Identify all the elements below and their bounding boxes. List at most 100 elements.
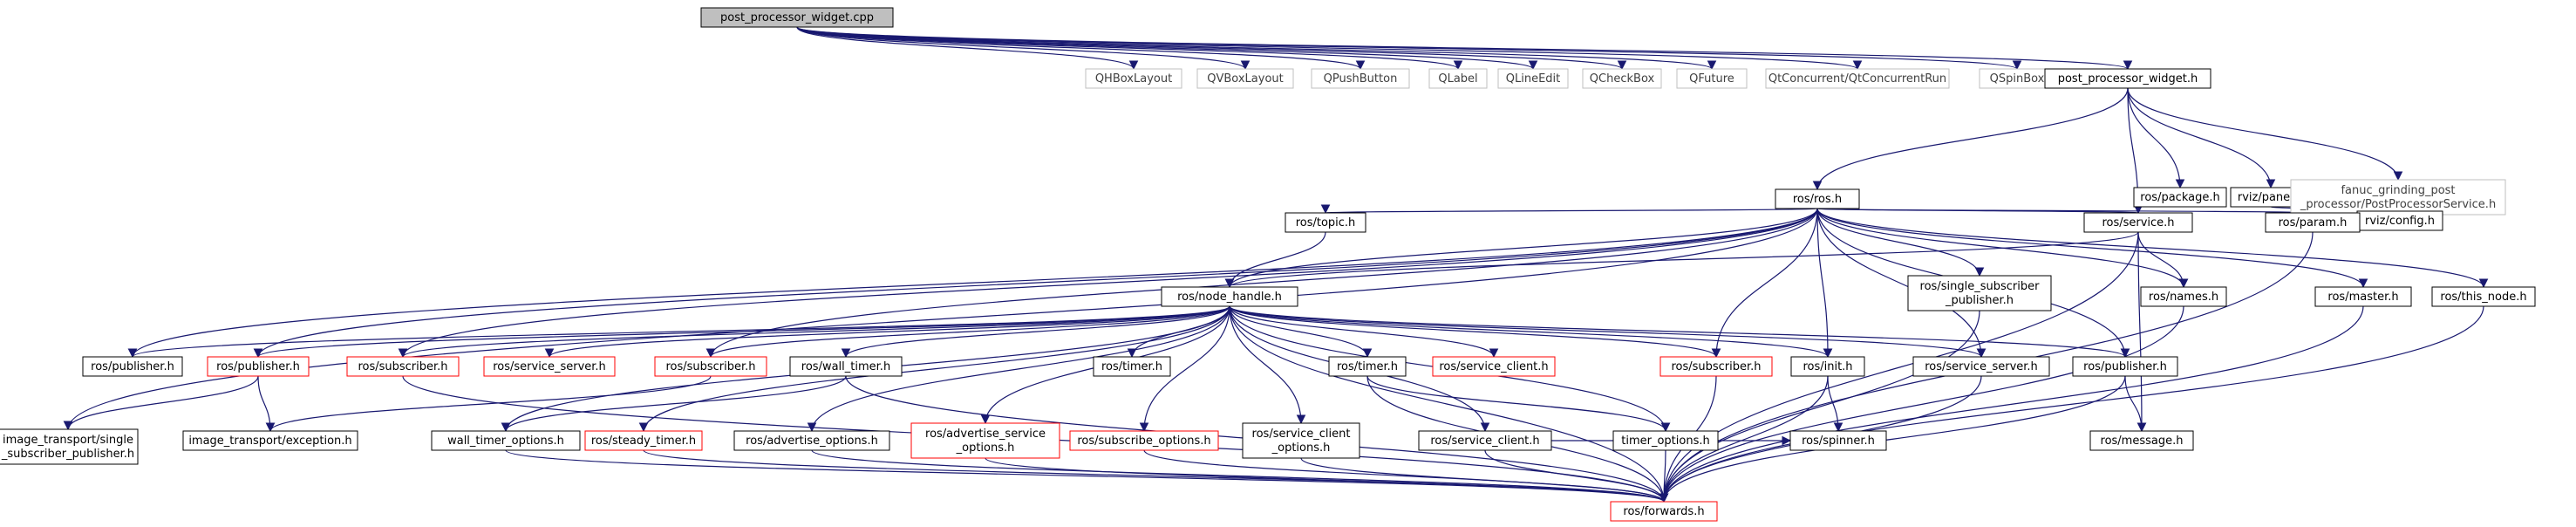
edge-ros_service-to-ros_forwards bbox=[1659, 231, 2139, 503]
edge-ros_node_handle-to-ros_subscriber_c bbox=[1229, 305, 1721, 359]
node-ros_publisher_c[interactable]: ros/publisher.h bbox=[2072, 356, 2178, 377]
node-box bbox=[2314, 286, 2412, 307]
node-ros_subscriber_b[interactable]: ros/subscriber.h bbox=[654, 356, 767, 377]
node-ros_this_node[interactable]: ros/this_node.h bbox=[2431, 286, 2536, 307]
node-box bbox=[1328, 356, 1407, 377]
edge-ros_advertise_options-to-ros_forwards bbox=[811, 449, 1669, 503]
node-ros_service_server_a[interactable]: ros/service_server.h bbox=[483, 356, 616, 377]
node-label: ros/timer.h bbox=[1101, 360, 1162, 373]
node-label: ros/names.h bbox=[2149, 291, 2218, 304]
node-label: ros/init.h bbox=[1803, 360, 1852, 373]
node-label: ros/advertise_options.h bbox=[746, 435, 878, 448]
node-label: QPushButton bbox=[1324, 72, 1398, 86]
node-ros_init[interactable]: ros/init.h bbox=[1790, 356, 1865, 377]
node-ros_h[interactable]: ros/ros.h bbox=[1775, 188, 1860, 209]
node-timer_options[interactable]: timer_options.h bbox=[1612, 430, 1719, 451]
node-ros_advertise_options[interactable]: ros/advertise_options.h bbox=[733, 430, 890, 451]
node-label: ros/subscriber.h bbox=[1671, 360, 1761, 373]
node-label: _publisher.h bbox=[1945, 294, 2014, 307]
edge-ros_h-to-ros_master bbox=[1816, 208, 2368, 289]
node-label: ros/service.h bbox=[2102, 216, 2174, 229]
node-ros_names[interactable]: ros/names.h bbox=[2140, 286, 2227, 307]
node-ros_publisher_b[interactable]: ros/publisher.h bbox=[207, 356, 310, 377]
node-label: ros/service_client bbox=[1252, 428, 1351, 441]
node-label: QHBoxLayout bbox=[1095, 72, 1172, 86]
edge-root-to-qlabel bbox=[796, 26, 1463, 71]
node-label: QLineEdit bbox=[1506, 72, 1561, 86]
node-ros_service_client_b[interactable]: ros/service_client.h bbox=[1418, 430, 1552, 451]
node-ros_timer_b[interactable]: ros/timer.h bbox=[1328, 356, 1407, 377]
node-box bbox=[1069, 430, 1219, 451]
node-qfuture: QFuture bbox=[1676, 68, 1748, 89]
node-it_single[interactable]: image_transport/single_subscriber_publis… bbox=[0, 428, 139, 465]
node-box bbox=[182, 430, 358, 451]
node-box bbox=[2140, 286, 2227, 307]
node-label: ros/this_node.h bbox=[2440, 291, 2526, 304]
node-label: ros/service_client.h bbox=[1439, 360, 1548, 373]
node-rviz_config[interactable]: rviz/config.h bbox=[2356, 210, 2443, 231]
node-box bbox=[207, 356, 310, 377]
node-ros_single_sub[interactable]: ros/single_subscriber_publisher.h bbox=[1907, 275, 2052, 311]
node-label: QFuture bbox=[1689, 72, 1734, 86]
node-label: ros/publisher.h bbox=[91, 360, 174, 373]
edge-ros_h-to-ros_param bbox=[1816, 203, 2316, 215]
edge-ros_node_handle-to-ros_service_server_a bbox=[544, 305, 1230, 359]
edge-root-to-qpush bbox=[796, 26, 1366, 71]
edge-ros_this_node-to-ros_forwards bbox=[1659, 305, 2484, 503]
node-label: ros/subscribe_options.h bbox=[1077, 435, 1210, 448]
node-label: ros/service_client.h bbox=[1430, 435, 1539, 448]
node-label: fanuc_grinding_post bbox=[2341, 184, 2455, 197]
node-ros_service[interactable]: ros/service.h bbox=[2083, 212, 2193, 233]
node-ppw_h[interactable]: post_processor_widget.h bbox=[2044, 68, 2211, 89]
node-box bbox=[2044, 68, 2211, 89]
node-label: _subscriber_publisher.h bbox=[1, 448, 134, 461]
node-ros_master[interactable]: ros/master.h bbox=[2314, 286, 2412, 307]
node-box bbox=[1085, 68, 1182, 89]
node-ros_forwards[interactable]: ros/forwards.h bbox=[1610, 501, 1718, 522]
edge-ros_service_client_options-to-ros_forwards bbox=[1300, 457, 1669, 503]
node-box bbox=[346, 356, 460, 377]
node-ros_subscriber_c[interactable]: ros/subscriber.h bbox=[1659, 356, 1773, 377]
node-ros_node_handle[interactable]: ros/node_handle.h bbox=[1161, 286, 1298, 307]
node-ros_spinner[interactable]: ros/spinner.h bbox=[1789, 430, 1887, 451]
edge-ros_h-to-ros_subscriber_c bbox=[1711, 208, 1818, 359]
node-box bbox=[1676, 68, 1748, 89]
edge-root-to-qhbox bbox=[796, 26, 1139, 71]
node-label: ros/ros.h bbox=[1793, 193, 1842, 206]
node-it_exception[interactable]: image_transport/exception.h bbox=[182, 430, 358, 451]
node-ros_subscribe_options[interactable]: ros/subscribe_options.h bbox=[1069, 430, 1219, 451]
node-qpush: QPushButton bbox=[1311, 68, 1410, 89]
node-root[interactable]: post_processor_widget.cpp bbox=[700, 7, 894, 28]
node-ros_param[interactable]: ros/param.h bbox=[2265, 212, 2361, 233]
node-box bbox=[2072, 356, 2178, 377]
node-ros_timer_a[interactable]: ros/timer.h bbox=[1093, 356, 1171, 377]
node-qline: QLineEdit bbox=[1497, 68, 1569, 89]
node-label: _options.h bbox=[1271, 441, 1331, 455]
node-box bbox=[1790, 356, 1865, 377]
edge-ros_subscriber_b-to-it_exception bbox=[265, 375, 712, 433]
edge-ros_service-to-ros_names bbox=[2137, 231, 2189, 289]
node-label: post_processor_widget.cpp bbox=[720, 11, 874, 24]
node-box bbox=[2083, 212, 2193, 233]
node-ros_message[interactable]: ros/message.h bbox=[2089, 430, 2194, 451]
node-ros_service_client_a[interactable]: ros/service_client.h bbox=[1432, 356, 1556, 377]
node-label: ros/topic.h bbox=[1296, 216, 1356, 229]
node-box bbox=[1432, 356, 1556, 377]
node-qcheck: QCheckBox bbox=[1582, 68, 1662, 89]
edge-ros_h-to-ros_subscriber_a bbox=[398, 208, 1818, 359]
node-ros_wall_timer[interactable]: ros/wall_timer.h bbox=[789, 356, 903, 377]
node-ros_service_client_options[interactable]: ros/service_client_options.h bbox=[1242, 422, 1360, 459]
node-ros_package[interactable]: ros/package.h bbox=[2133, 187, 2227, 208]
node-ros_advertise_service_options[interactable]: ros/advertise_service_options.h bbox=[910, 422, 1060, 459]
node-label: ros/master.h bbox=[2327, 291, 2398, 304]
node-ros_subscriber_a[interactable]: ros/subscriber.h bbox=[346, 356, 460, 377]
node-ros_publisher_a[interactable]: ros/publisher.h bbox=[82, 356, 183, 377]
node-ros_service_server_b[interactable]: ros/service_server.h bbox=[1912, 356, 2050, 377]
node-wall_timer_options[interactable]: wall_timer_options.h bbox=[431, 430, 581, 451]
node-ros_steady_timer[interactable]: ros/steady_timer.h bbox=[584, 430, 703, 451]
node-ros_topic[interactable]: ros/topic.h bbox=[1285, 212, 1366, 233]
edge-ros_node_handle-to-ros_advertise_options bbox=[807, 305, 1230, 433]
edge-ros_node_handle-to-ros_service_client_a bbox=[1229, 305, 1499, 359]
node-label: ros/publisher.h bbox=[216, 360, 300, 373]
